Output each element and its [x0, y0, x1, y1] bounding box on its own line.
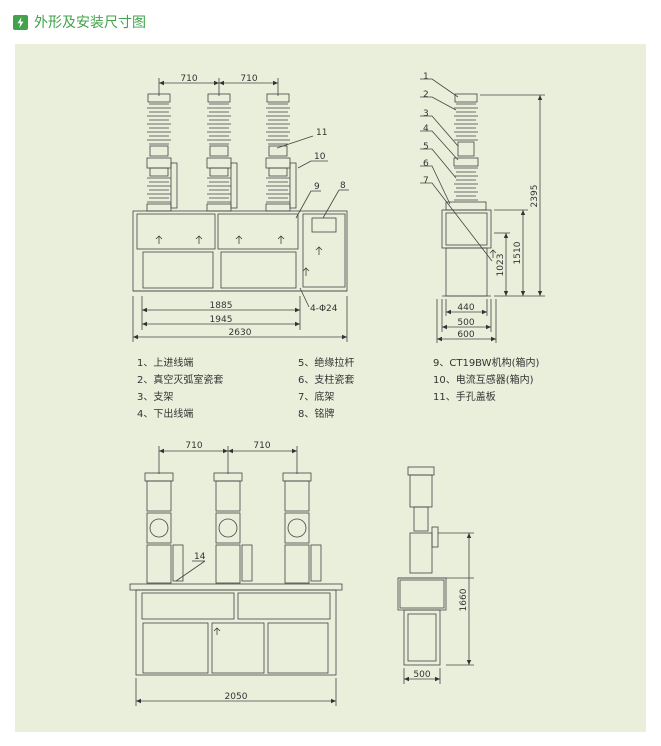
legend-item-2: 2、真空灭弧室瓷套 — [137, 373, 223, 386]
pole-3 — [265, 93, 297, 212]
callout-6: 6 — [423, 159, 429, 169]
callout-11: 11 — [316, 128, 327, 138]
section-title: 外形及安装尺寸图 — [34, 15, 146, 31]
section-header: 外形及安装尺寸图 — [13, 13, 146, 31]
pole-b2 — [213, 472, 253, 584]
callout-10: 10 — [314, 152, 326, 162]
legend-item-6: 6、支柱瓷套 — [298, 373, 354, 386]
lightning-icon — [13, 14, 28, 30]
callout-7: 7 — [423, 176, 429, 186]
dim-500: 500 — [457, 318, 474, 328]
legend-item-9: 9、CT19BW机构(箱内) — [433, 356, 539, 369]
dim-440: 440 — [457, 303, 474, 313]
dim-pitch-b: 710 — [240, 74, 257, 84]
dim-b-500: 500 — [413, 670, 430, 680]
legend-item-8: 8、铭牌 — [298, 407, 334, 420]
callout-9: 9 — [314, 182, 320, 192]
legend-item-7: 7、底架 — [298, 390, 334, 403]
dim-2630: 2630 — [229, 328, 252, 338]
dim-1945: 1945 — [210, 315, 233, 325]
legend: 1、上进线端 5、绝缘拉杆 9、CT19BW机构(箱内) 2、真空灭弧室瓷套 6… — [137, 356, 539, 420]
legend-item-11: 11、手孔盖板 — [433, 390, 496, 403]
dim-1660: 1660 — [459, 588, 469, 611]
dim-pitch-a: 710 — [180, 74, 197, 84]
legend-item-3: 3、支架 — [137, 391, 173, 403]
dim-2050: 2050 — [225, 692, 248, 702]
pole-b3 — [282, 472, 322, 584]
pole-b1 — [144, 472, 184, 584]
pole-1 — [146, 93, 178, 212]
dim-600: 600 — [457, 330, 474, 340]
legend-item-1: 1、上进线端 — [137, 356, 193, 369]
callout-14: 14 — [194, 552, 206, 562]
bottom-front-view — [129, 446, 343, 706]
top-front-view — [132, 78, 349, 342]
legend-item-5: 5、绝缘拉杆 — [298, 356, 354, 369]
callout-2: 2 — [423, 90, 429, 100]
dim-b-pitch-a: 710 — [185, 441, 202, 451]
callout-3: 3 — [423, 109, 429, 119]
dim-1023: 1023 — [496, 254, 506, 277]
pole-2 — [206, 93, 238, 212]
callout-4: 4 — [423, 124, 429, 134]
dim-1510: 1510 — [513, 241, 523, 264]
callout-5: 5 — [423, 142, 429, 152]
top-side-view — [420, 78, 545, 343]
legend-item-10: 10、电流互感器(箱内) — [433, 373, 534, 386]
legend-item-4: 4、下出线端 — [137, 407, 193, 420]
dim-2395: 2395 — [530, 185, 540, 208]
callout-8: 8 — [340, 181, 346, 191]
dim-b-pitch-b: 710 — [253, 441, 270, 451]
dim-holes: 4-Φ24 — [310, 304, 338, 314]
bottom-side-view — [397, 466, 474, 684]
callout-1: 1 — [423, 72, 429, 82]
dim-1885: 1885 — [210, 301, 233, 311]
